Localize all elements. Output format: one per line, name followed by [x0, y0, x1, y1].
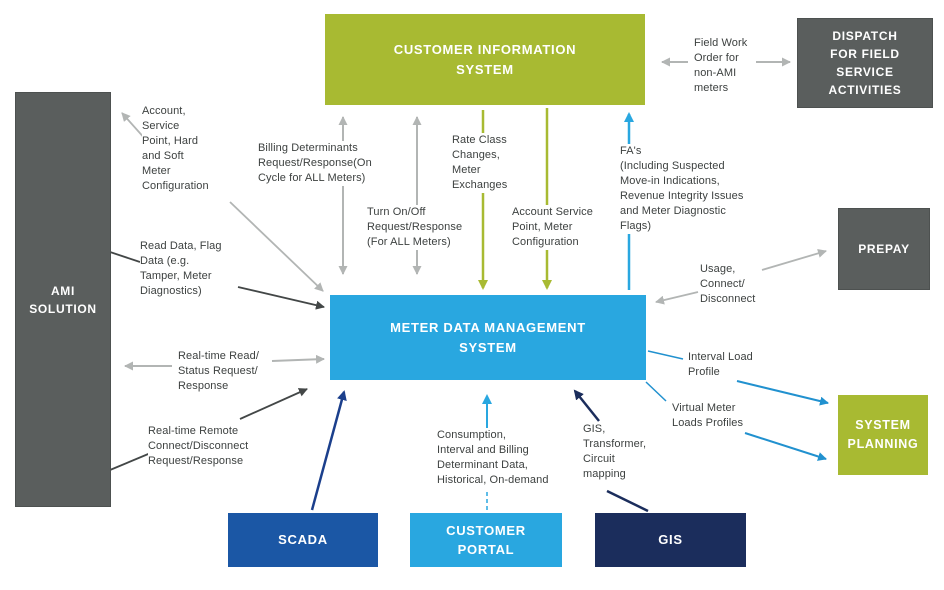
label-turn-on-off: Turn On/Off Request/Response (For ALL Me…	[367, 205, 463, 250]
label-billing-determinants: Billing Determinants Request/Response(On…	[258, 141, 372, 186]
node-gis: GIS	[595, 513, 746, 567]
node-system-planning: SYSTEM PLANNING	[838, 395, 928, 475]
label-account-config: Account, Service Point, Hard and Soft Me…	[142, 104, 209, 194]
node-prepay: PREPAY	[838, 208, 930, 290]
label-account-service-point: Account Service Point, Meter Configurati…	[512, 205, 593, 250]
arrow-realtimeremote-to-mdms	[239, 388, 308, 420]
arrow-scada-to-mdms	[310, 390, 347, 511]
label-usage-connect: Usage, Connect/ Disconnect	[700, 262, 756, 307]
arrow-usage-to-prepay	[761, 248, 827, 271]
arrow-usage-to-mdms	[655, 291, 699, 305]
node-meter-data-management-system: METER DATA MANAGEMENT SYSTEM	[330, 295, 646, 380]
line-gis-from-box	[606, 489, 649, 513]
label-interval-load: Interval Load Profile	[688, 350, 753, 380]
line-virtual-from-mdms	[645, 381, 667, 402]
label-realtime-remote: Real-time Remote Connect/Disconnect Requ…	[148, 424, 249, 469]
label-consumption: Consumption, Interval and Billing Determ…	[437, 428, 549, 488]
arrow-virtual-to-planning	[744, 432, 827, 461]
arrow-config-to-mdms	[229, 201, 324, 292]
label-field-work-order: Field Work Order for non-AMI meters	[694, 36, 748, 96]
node-scada: SCADA	[228, 513, 378, 567]
label-virtual-meter: Virtual Meter Loads Profiles	[672, 401, 744, 431]
label-rate-class: Rate Class Changes, Meter Exchanges	[452, 133, 508, 193]
line-interval-from-mdms	[647, 350, 684, 360]
arrow-gis-to-mdms	[573, 389, 600, 422]
node-customer-portal: CUSTOMER PORTAL	[410, 513, 562, 567]
label-gis-mapping: GIS, Transformer, Circuit mapping	[583, 422, 647, 482]
node-ami-solution: AMI SOLUTION	[15, 92, 111, 507]
arrow-realtimeread-to-mdms	[271, 354, 325, 364]
arrow-readdata-to-mdms	[237, 286, 325, 310]
node-dispatch-field-service: DISPATCH FOR FIELD SERVICE ACTIVITIES	[797, 18, 933, 108]
line-realtimeremote-from-ami	[109, 451, 154, 471]
node-customer-information-system: CUSTOMER INFORMATION SYSTEM	[325, 14, 645, 105]
label-read-data: Read Data, Flag Data (e.g. Tamper, Meter…	[140, 239, 222, 299]
arrow-interval-to-planning	[736, 380, 829, 406]
line-readdata-from-ami	[109, 251, 141, 263]
label-realtime-read: Real-time Read/ Status Request/ Response	[178, 349, 259, 394]
label-fas: FA's (Including Suspected Move-in Indica…	[620, 144, 744, 234]
